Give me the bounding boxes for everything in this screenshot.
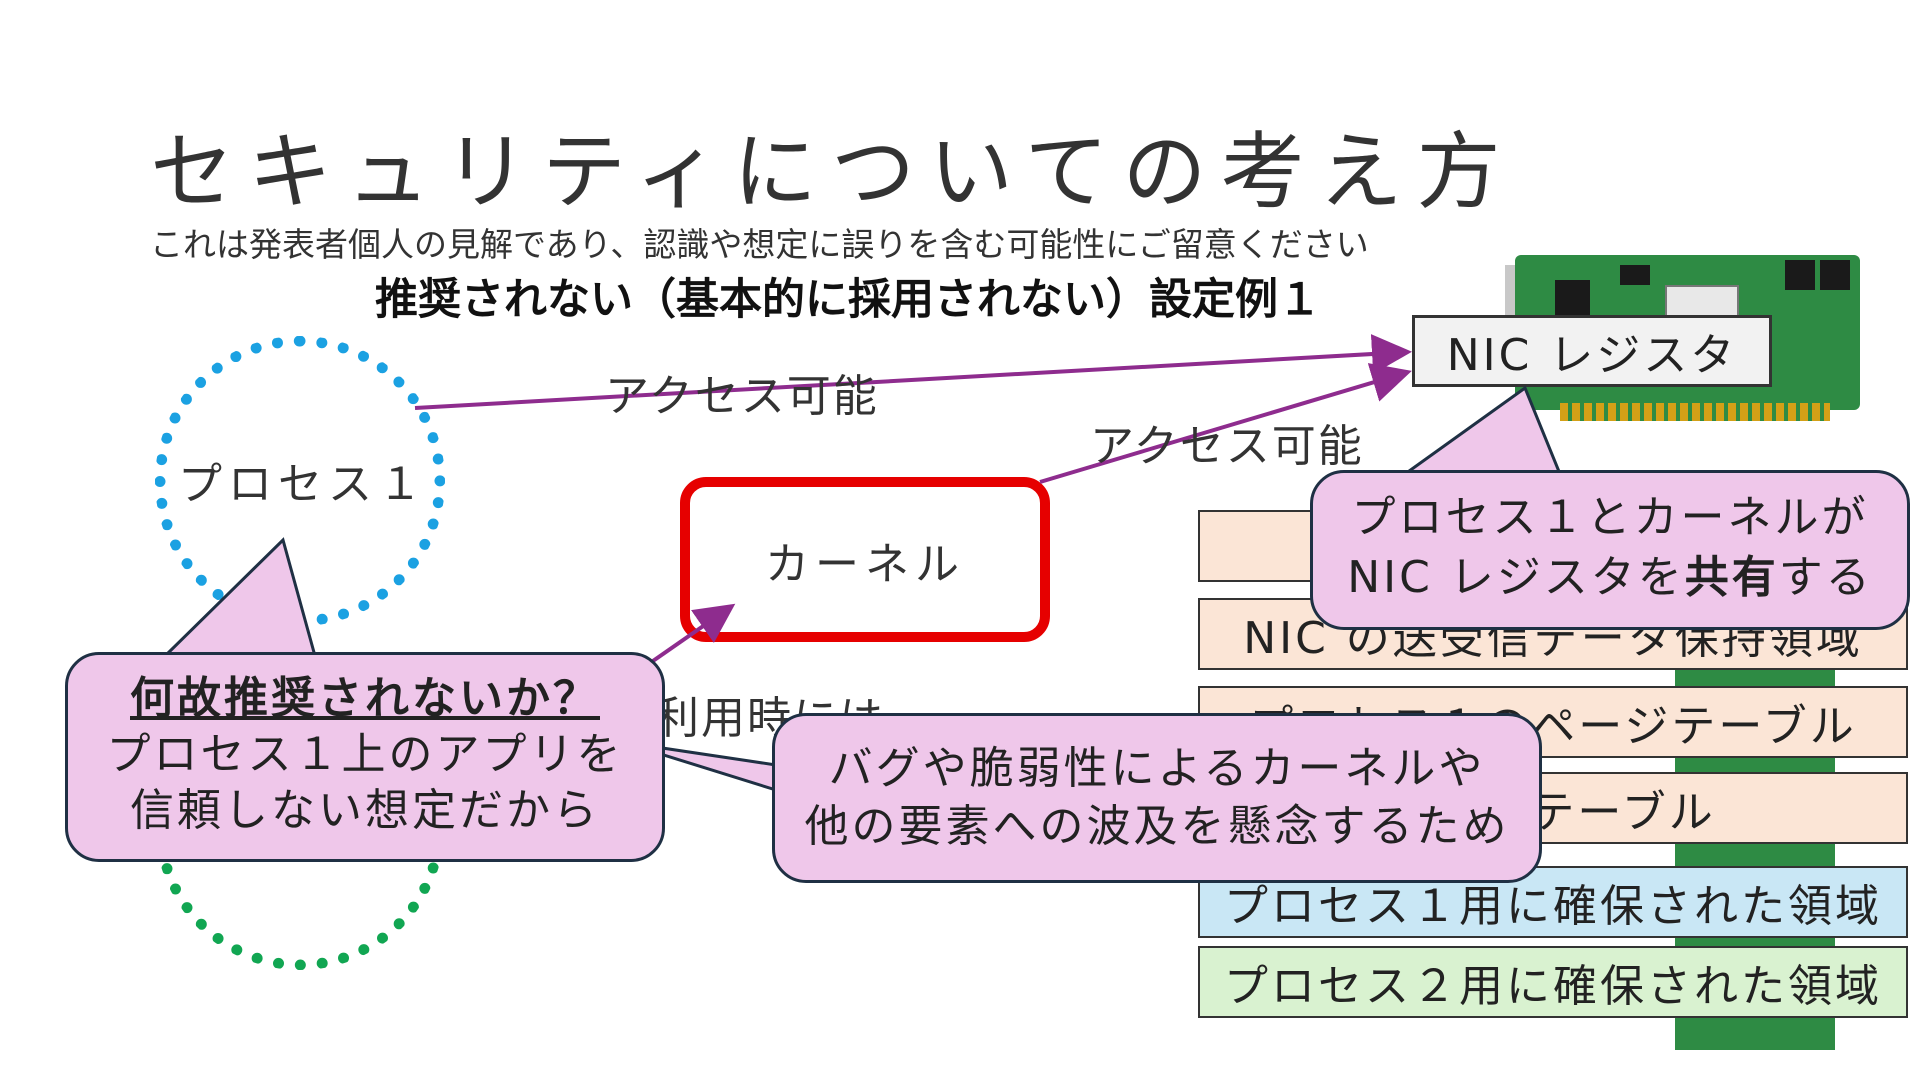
memory-region-process2: プロセス２用に確保された領域	[1198, 946, 1908, 1018]
callout-nic-shared: プロセス１とカーネルが NIC レジスタを共有する	[1310, 470, 1910, 630]
disclaimer-text: これは発表者個人の見解であり、認識や想定に誤りを含む可能性にご留意ください	[150, 225, 1369, 264]
access-arrow-kernel	[1039, 363, 1412, 484]
callout-nic-line2: NIC レジスタを共有する	[1313, 548, 1907, 608]
callout-nic-line2-post: する	[1778, 552, 1873, 603]
nic-register-box: NIC レジスタ	[1412, 315, 1772, 387]
callout-why-question: 何故推奨されないか？	[130, 673, 600, 724]
kernel-box: カーネル	[680, 477, 1050, 642]
nic-chip-graphic	[1785, 260, 1815, 290]
slide-subtitle: 推奨されない（基本的に採用されない）設定例１	[375, 275, 1321, 325]
process1-label: プロセス１	[178, 459, 428, 510]
arrow-to-kernel	[638, 603, 736, 672]
access-label-1: アクセス可能	[605, 371, 879, 422]
callout-why-line2: 信頼しない想定だから	[130, 785, 600, 836]
callout-nic-line2-pre: NIC レジスタを	[1347, 552, 1685, 603]
access-arrow-process1	[414, 334, 1412, 410]
callout-reason-line2: 他の要素への波及を懸念するため	[804, 801, 1510, 852]
nic-chip-graphic	[1820, 260, 1850, 290]
nic-chip-graphic	[1620, 265, 1650, 285]
slide-title: セキュリティについての考え方	[150, 123, 1515, 221]
callout-nic-line2-bold: 共有	[1684, 552, 1779, 603]
callout-why: 何故推奨されないか？ プロセス１上のアプリを 信頼しない想定だから	[65, 652, 665, 862]
callout-reason-line1: バグや脆弱性によるカーネルや	[828, 743, 1486, 794]
callout-tail-why	[161, 537, 317, 658]
nic-chip-graphic	[1555, 280, 1590, 315]
nic-register-label: NIC レジスタ	[1446, 330, 1738, 381]
kernel-label: カーネル	[765, 538, 965, 590]
access-label-2: アクセス可能	[1090, 421, 1364, 472]
callout-reason: バグや脆弱性によるカーネルや 他の要素への波及を懸念するため	[772, 713, 1542, 883]
callout-tail-nic	[1400, 385, 1563, 476]
callout-nic-line1: プロセス１とカーネルが	[1351, 492, 1869, 543]
nic-connector-graphic	[1560, 403, 1830, 421]
callout-why-line1: プロセス１上のアプリを	[106, 729, 624, 780]
